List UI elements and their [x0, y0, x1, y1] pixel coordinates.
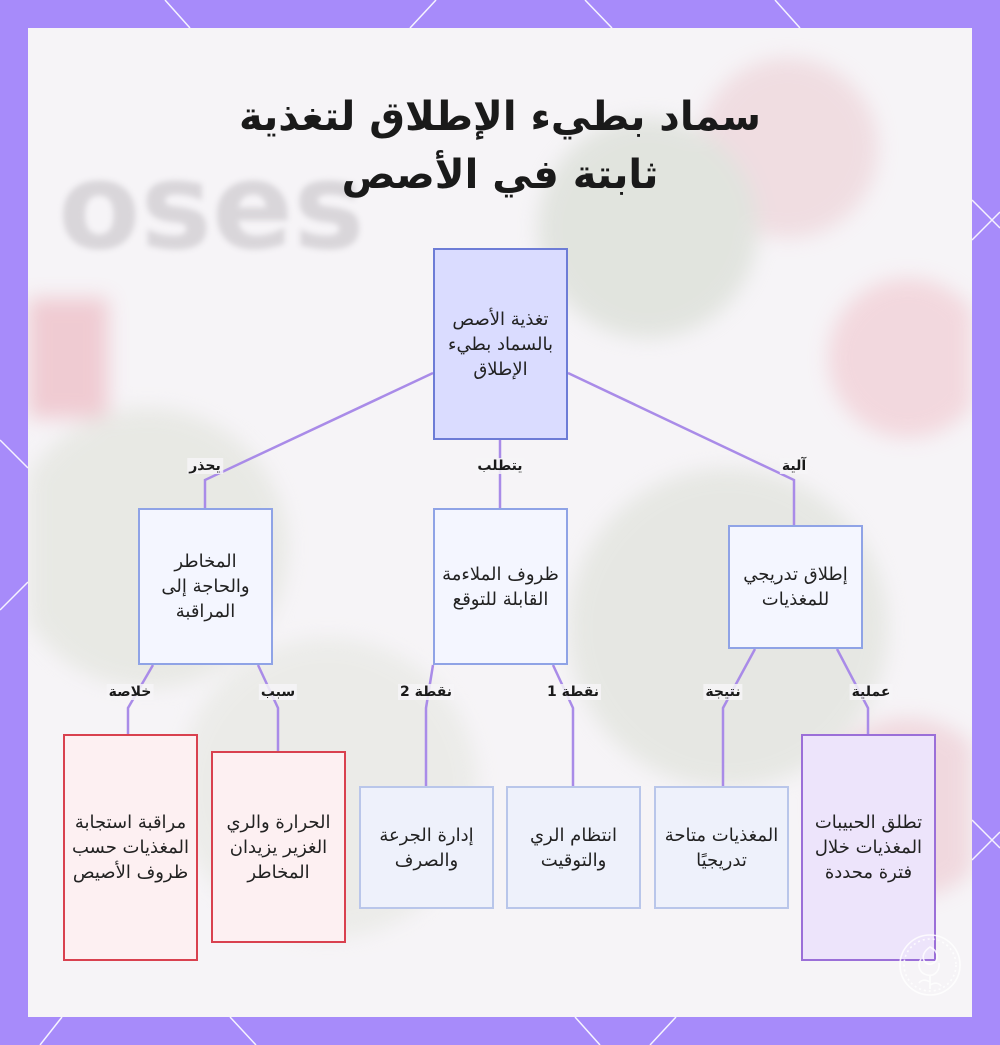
edge-risks-heat [256, 664, 280, 751]
node-watering: انتظام الري والتوقيت [506, 786, 641, 909]
diagram-title: سماد بطيء الإطلاق لتغذية ثابتة في الأصص [239, 94, 761, 198]
edge-label-warns: يحذر [187, 458, 223, 474]
edge-label-cause: سبب [258, 684, 298, 700]
edge-label-conclusion: خلاصة [106, 684, 154, 700]
edge-label-point2: نقطة 2 [397, 684, 455, 700]
node-monitor: مراقبة استجابة المغذيات حسب ظروف الأصيص [63, 734, 198, 961]
node-available: المغذيات متاحة تدريجيًا [654, 786, 789, 909]
edge-risks-monitor [126, 664, 155, 734]
node-granules: تطلق الحبيبات المغذيات خلال فترة محددة [801, 734, 936, 961]
node-risks: المخاطر والحاجة إلى المراقبة [138, 508, 273, 665]
edge-label-process: عملية [849, 684, 893, 700]
rose-seal-icon [899, 934, 961, 996]
edge-label-result: نتيجة [703, 684, 743, 700]
edge-label-requires: يتطلب [475, 458, 525, 474]
connector-lines [126, 371, 870, 786]
edge-conditions-watering [551, 664, 575, 786]
node-conditions: ظروف الملاءمة القابلة للتوقع [433, 508, 568, 665]
edge-root-risks [203, 371, 434, 508]
node-heat: الحرارة والري الغزير يزيدان المخاطر [211, 751, 346, 943]
edge-root-release [567, 371, 796, 525]
edge-release-available [721, 648, 757, 786]
node-root: تغذية الأصص بالسماد بطيء الإطلاق [433, 248, 568, 440]
edge-label-point1: نقطة 1 [544, 684, 602, 700]
edge-release-granules [835, 648, 870, 734]
node-release: إطلاق تدريجي للمغذيات [728, 525, 863, 649]
node-dose: إدارة الجرعة والصرف [359, 786, 494, 909]
diagram-card: oses سماد بطيء الإطلاق لتغذية ثابتة في ا… [28, 28, 972, 1017]
edge-label-mechanism: آلية [779, 458, 809, 474]
background-word: oses [58, 138, 365, 277]
edge-conditions-dose [424, 664, 435, 786]
